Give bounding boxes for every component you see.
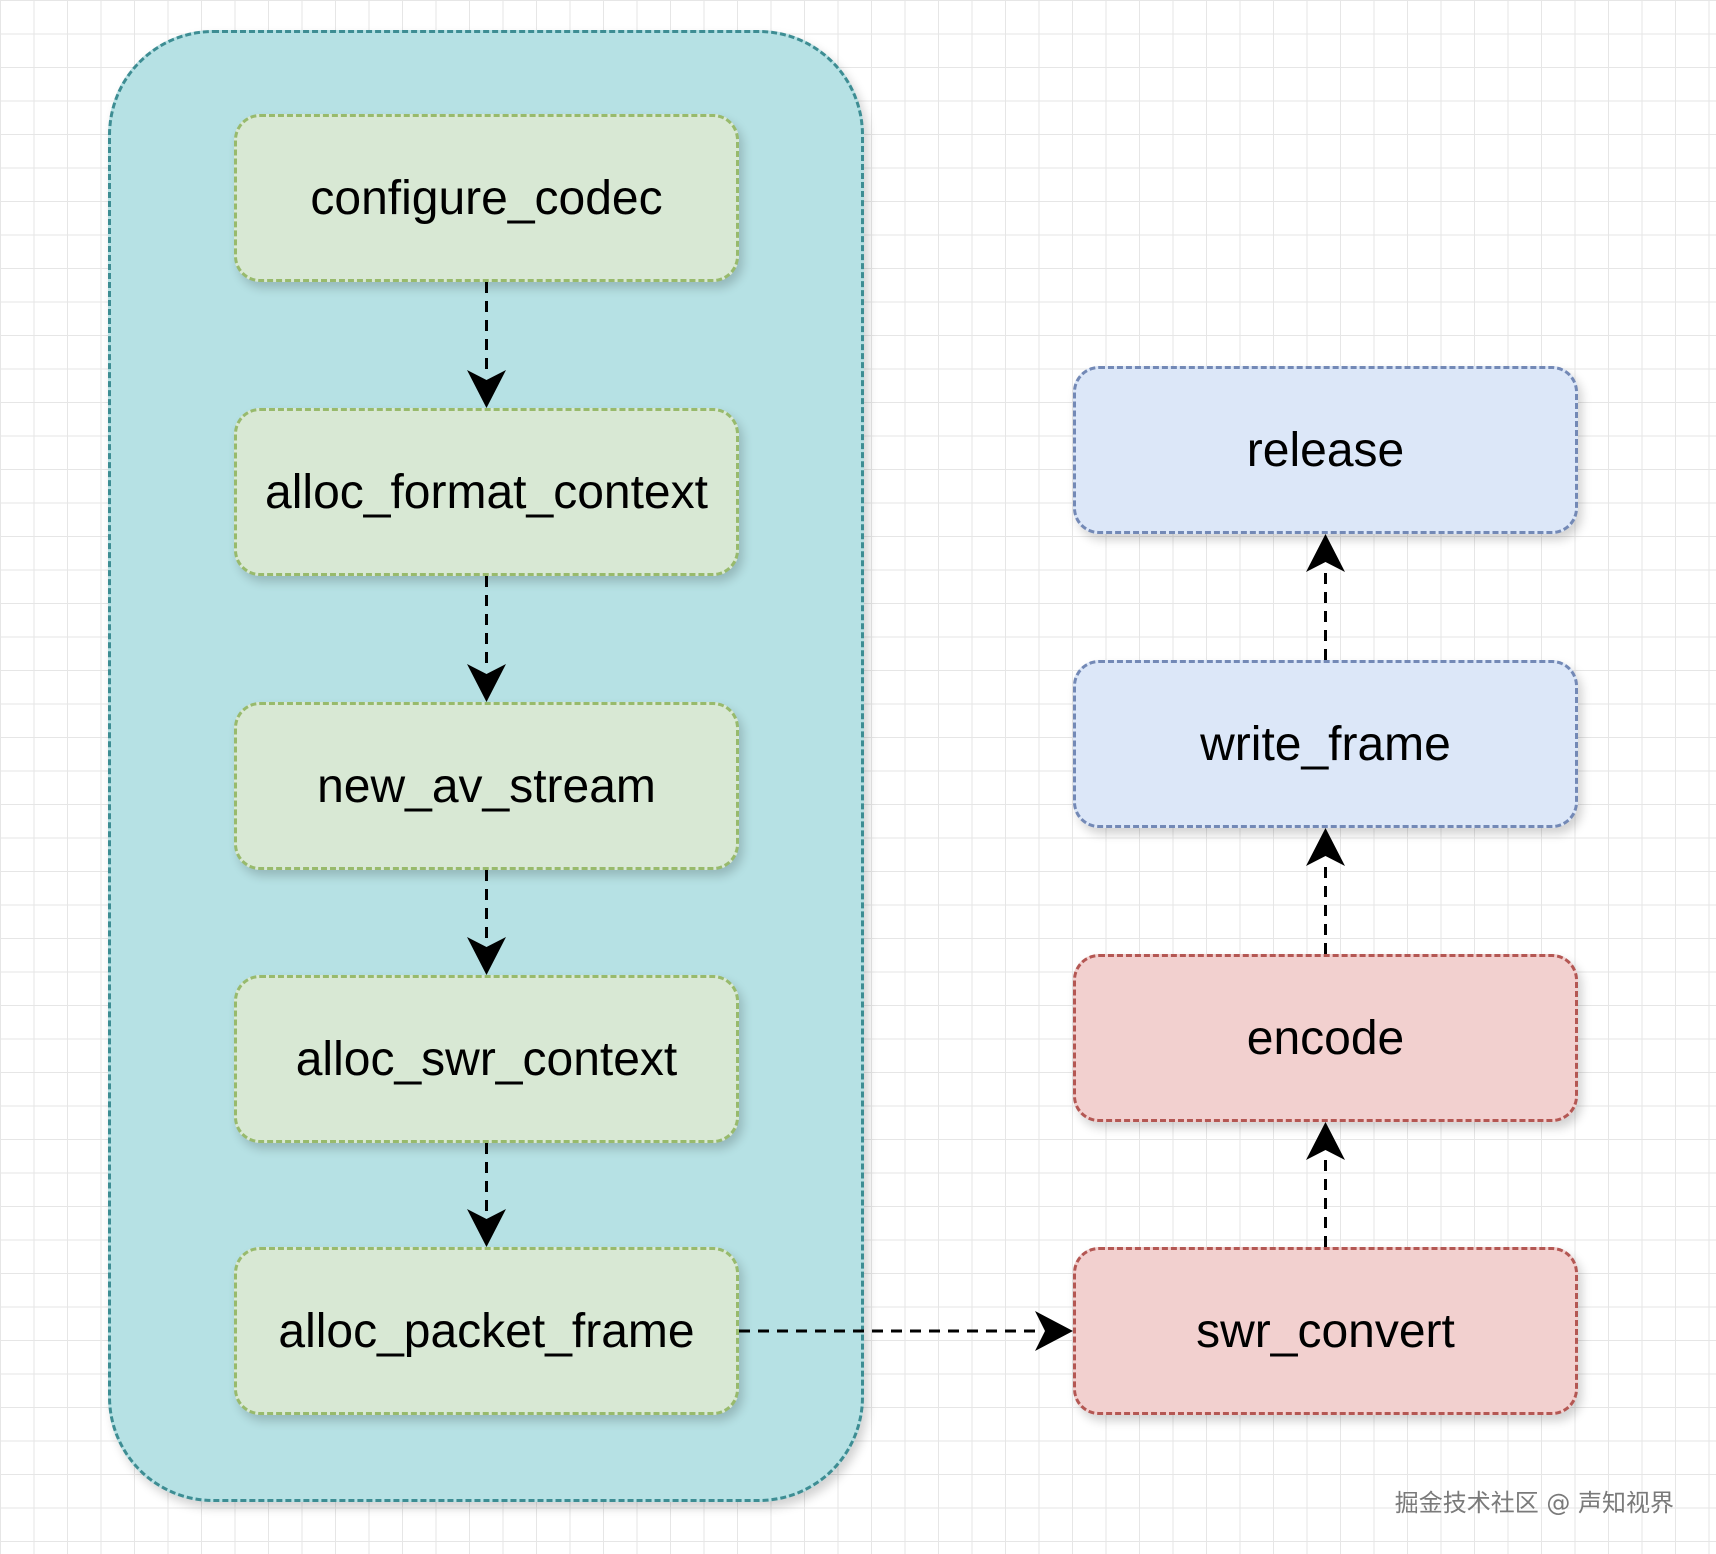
node-alloc-packet-frame[interactable]: alloc_packet_frame bbox=[234, 1247, 739, 1415]
watermark: 掘金技术社区 @ 声知视界 bbox=[1394, 1489, 1674, 1517]
arrowhead-down-3 bbox=[467, 937, 506, 975]
node-label: write_frame bbox=[1200, 717, 1451, 771]
node-alloc-format-context[interactable]: alloc_format_context bbox=[234, 408, 739, 576]
node-configure-codec[interactable]: configure_codec bbox=[234, 114, 739, 282]
node-swr-convert[interactable]: swr_convert bbox=[1073, 1247, 1578, 1415]
arrowhead-up-3 bbox=[1306, 534, 1345, 572]
node-new-av-stream[interactable]: new_av_stream bbox=[234, 702, 739, 870]
node-write-frame[interactable]: write_frame bbox=[1073, 660, 1578, 828]
node-label: configure_codec bbox=[310, 171, 663, 225]
node-label: swr_convert bbox=[1196, 1304, 1455, 1358]
node-release[interactable]: release bbox=[1073, 366, 1578, 534]
arrowhead-down-4 bbox=[467, 1209, 506, 1247]
node-label: encode bbox=[1246, 1011, 1405, 1065]
node-label: new_av_stream bbox=[317, 759, 656, 813]
arrowhead-down-2 bbox=[467, 664, 506, 702]
arrowhead-up-2 bbox=[1306, 828, 1345, 866]
arrowhead-down-1 bbox=[467, 370, 506, 408]
arrowhead-up-1 bbox=[1306, 1122, 1345, 1160]
arrowhead-right bbox=[1035, 1311, 1073, 1351]
node-label: release bbox=[1246, 423, 1405, 477]
node-label: alloc_swr_context bbox=[295, 1032, 678, 1086]
node-label: alloc_packet_frame bbox=[278, 1304, 695, 1358]
node-alloc-swr-context[interactable]: alloc_swr_context bbox=[234, 975, 739, 1143]
node-label: alloc_format_context bbox=[265, 465, 708, 519]
node-encode[interactable]: encode bbox=[1073, 954, 1578, 1122]
